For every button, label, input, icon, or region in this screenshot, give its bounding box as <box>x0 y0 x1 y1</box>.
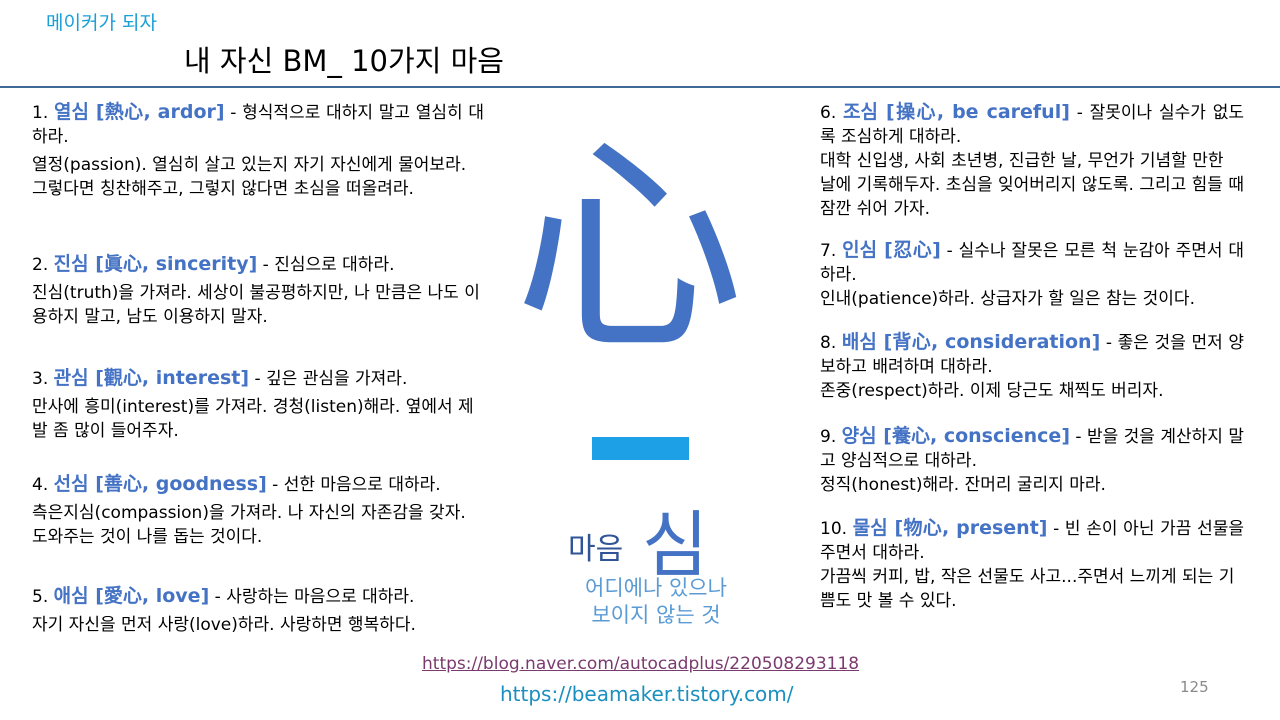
item-heading: 9. 양심 [養心, conscience] - 받을 것을 계산하지 말고 양… <box>820 424 1244 473</box>
item-keyword: 열심 [熱心, ardor] <box>53 101 225 123</box>
item-body: 가끔씩 커피, 밥, 작은 선물도 사고...주면서 느끼게 되는 기쁨도 맛 … <box>820 567 1235 611</box>
item-body: 존중(respect)하라. 이제 당근도 채찍도 버리자. <box>820 381 1164 401</box>
dash-bar <box>592 437 689 460</box>
blog-link[interactable]: https://blog.naver.com/autocadplus/22050… <box>422 654 860 674</box>
site-url: https://beamaker.tistory.com/ <box>500 682 794 706</box>
item-heading: 2. 진심 [眞心, sincerity] - 진심으로 대하라. <box>32 252 484 277</box>
item-heading: 4. 선심 [善心, goodness] - 선한 마음으로 대하라. <box>32 472 484 497</box>
list-item: 7. 인심 [忍心] - 실수나 잘못은 모른 척 눈감아 주면서 대하라. 인… <box>820 238 1244 311</box>
list-item: 1. 열심 [熱心, ardor] - 형식적으로 대하지 말고 열심히 대하라… <box>32 100 484 201</box>
item-heading: 1. 열심 [熱心, ardor] - 형식적으로 대하지 말고 열심히 대하라… <box>32 100 484 149</box>
list-item: 4. 선심 [善心, goodness] - 선한 마음으로 대하라. 측은지심… <box>32 472 484 549</box>
item-body: 만사에 흥미(interest)를 가져라. 경청(listen)해라. 옆에서… <box>32 397 474 441</box>
item-number: 2. <box>32 255 49 275</box>
item-heading: 8. 배심 [背心, consideration] - 좋은 것을 먼저 양보하… <box>820 330 1244 379</box>
item-keyword: 인심 [忍心] <box>842 239 941 261</box>
item-keyword: 진심 [眞心, sincerity] <box>53 253 258 275</box>
center-graphic: 心 마음 심 어디에나 있으나 보이지 않는 것 <box>496 120 796 640</box>
item-number: 9. <box>820 427 837 447</box>
item-number: 7. <box>820 241 837 261</box>
item-heading: 3. 관심 [觀心, interest] - 깊은 관심을 가져라. <box>32 366 484 391</box>
item-summary: - 잘못이나 실수가 없도록 조심하게 대하라. <box>820 103 1244 147</box>
item-keyword: 양심 [養心, conscience] <box>841 425 1070 447</box>
brand-label: 메이커가 되자 <box>46 12 157 34</box>
item-keyword: 조심 [操心, be careful] <box>843 101 1070 123</box>
tagline-line-2: 보이지 않는 것 <box>591 603 721 627</box>
item-summary: - 실수나 잘못은 모른 척 눈감아 주면서 대하라. <box>820 241 1244 285</box>
page-title: 내 자신 BM_ 10가지 마음 <box>184 44 504 78</box>
item-keyword: 애심 [愛心, love] <box>53 585 210 607</box>
list-item: 8. 배심 [背心, consideration] - 좋은 것을 먼저 양보하… <box>820 330 1244 403</box>
item-keyword: 물심 [物心, present] <box>852 517 1048 539</box>
item-summary: - 받을 것을 계산하지 말고 양심적으로 대하라. <box>820 427 1244 471</box>
item-heading: 7. 인심 [忍心] - 실수나 잘못은 모른 척 눈감아 주면서 대하라. <box>820 238 1244 287</box>
item-summary: - 좋은 것을 먼저 양보하고 배려하며 대하라. <box>820 333 1244 377</box>
list-item: 9. 양심 [養心, conscience] - 받을 것을 계산하지 말고 양… <box>820 424 1244 497</box>
item-body: 자기 자신을 먼저 사랑(love)하라. 사랑하면 행복하다. <box>32 615 416 635</box>
item-number: 10. <box>820 519 848 539</box>
item-summary: - 선한 마음으로 대하라. <box>266 475 441 495</box>
item-keyword: 관심 [觀心, interest] <box>53 367 250 389</box>
tagline-line-1: 어디에나 있으나 <box>585 576 727 600</box>
item-heading: 10. 물심 [物心, present] - 빈 손이 아닌 가끔 선물을 주면… <box>820 516 1244 565</box>
title-divider <box>0 86 1280 88</box>
item-body: 열정(passion). 열심히 살고 있는지 자기 자신에게 물어보라. 그렇… <box>32 155 467 199</box>
item-summary: - 깊은 관심을 가져라. <box>249 369 408 389</box>
item-summary: - 형식적으로 대하지 말고 열심히 대하라. <box>32 103 484 147</box>
item-summary: - 빈 손이 아닌 가끔 선물을 주면서 대하라. <box>820 519 1244 563</box>
item-keyword: 배심 [背心, consideration] <box>841 331 1101 353</box>
item-body: 진심(truth)을 가져라. 세상이 불공평하지만, 나 만큼은 나도 이용하… <box>32 283 480 327</box>
maum-label: 마음 <box>568 532 624 567</box>
sim-label: 심 <box>642 503 709 587</box>
list-item: 10. 물심 [物心, present] - 빈 손이 아닌 가끔 선물을 주면… <box>820 516 1244 613</box>
item-number: 8. <box>820 333 837 353</box>
item-number: 3. <box>32 369 49 389</box>
item-heading: 5. 애심 [愛心, love] - 사랑하는 마음으로 대하라. <box>32 584 484 609</box>
list-item: 6. 조심 [操心, be careful] - 잘못이나 실수가 없도록 조심… <box>820 100 1244 221</box>
item-summary: - 사랑하는 마음으로 대하라. <box>209 587 415 607</box>
item-number: 6. <box>820 103 837 123</box>
list-item: 2. 진심 [眞心, sincerity] - 진심으로 대하라. 진심(tru… <box>32 252 484 329</box>
item-number: 5. <box>32 587 49 607</box>
item-keyword: 선심 [善心, goodness] <box>53 473 267 495</box>
item-number: 1. <box>32 103 49 123</box>
page-number: 125 <box>1180 678 1209 696</box>
item-body: 정직(honest)해라. 잔머리 굴리지 마라. <box>820 475 1106 495</box>
list-item: 5. 애심 [愛心, love] - 사랑하는 마음으로 대하라. 자기 자신을… <box>32 584 484 637</box>
item-number: 4. <box>32 475 49 495</box>
item-heading: 6. 조심 [操心, be careful] - 잘못이나 실수가 없도록 조심… <box>820 100 1244 149</box>
heart-hanja: 心 <box>514 116 745 383</box>
item-body: 측은지심(compassion)을 가져라. 나 자신의 자존감을 갖자. 도와… <box>32 503 466 547</box>
item-body: 대학 신입생, 사회 초년병, 진급한 날, 무언가 기념할 만한 날에 기록해… <box>820 151 1244 219</box>
item-summary: - 진심으로 대하라. <box>257 255 395 275</box>
item-body: 인내(patience)하라. 상급자가 할 일은 참는 것이다. <box>820 289 1195 309</box>
list-item: 3. 관심 [觀心, interest] - 깊은 관심을 가져라. 만사에 흥… <box>32 366 484 443</box>
